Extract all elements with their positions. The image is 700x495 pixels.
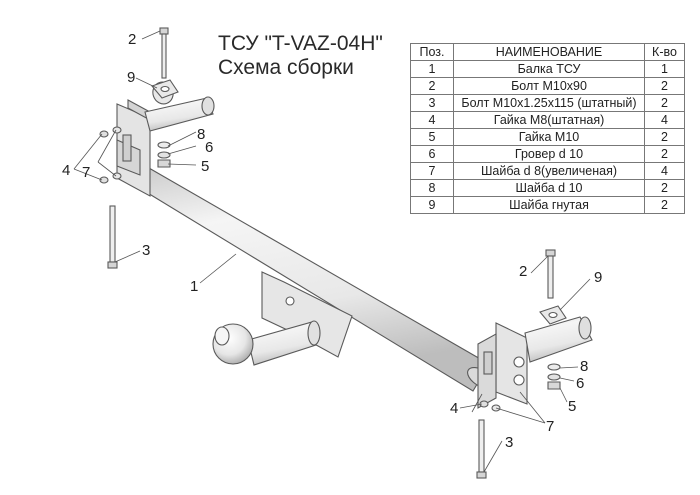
callout-left-3: 3 bbox=[142, 242, 150, 259]
left-bent-washer bbox=[151, 79, 179, 99]
callout-left-7: 7 bbox=[82, 164, 90, 181]
row-quantity: 1 bbox=[644, 60, 685, 78]
table-row: 8 Шайба d 10 2 bbox=[410, 179, 685, 197]
header-name: НАИМЕНОВАНИЕ bbox=[453, 43, 645, 61]
tow-ball-neck bbox=[247, 320, 321, 366]
row-position: 9 bbox=[410, 196, 454, 214]
right-fastener-stack bbox=[547, 363, 561, 390]
row-name: Болт М10х90 bbox=[453, 77, 645, 95]
tow-ball bbox=[212, 323, 254, 365]
callout-right-5: 5 bbox=[568, 398, 576, 415]
center-plate bbox=[261, 271, 353, 358]
callout-right-2: 2 bbox=[519, 263, 527, 280]
callout-right-9: 9 bbox=[594, 269, 602, 286]
row-quantity: 2 bbox=[644, 94, 685, 112]
header-quantity: К-во bbox=[644, 43, 685, 61]
row-position: 1 bbox=[410, 60, 454, 78]
table-row: 5 Гайка М10 2 bbox=[410, 128, 685, 146]
row-position: 5 bbox=[410, 128, 454, 146]
callout-left-9: 9 bbox=[127, 69, 135, 86]
right-bracket bbox=[477, 316, 593, 409]
row-name: Шайба d 8(увеличеная) bbox=[453, 162, 645, 180]
right-bolt-m10x125x115 bbox=[476, 419, 487, 479]
leader-lines bbox=[73, 30, 591, 473]
row-quantity: 4 bbox=[644, 162, 685, 180]
left-fastener-stack bbox=[157, 141, 171, 168]
callout-left-4: 4 bbox=[62, 162, 70, 179]
callout-labels: 2 9 8 6 5 4 7 3 1 2 9 8 6 5 4 7 3 bbox=[62, 31, 602, 451]
callout-left-2: 2 bbox=[128, 31, 136, 48]
row-position: 2 bbox=[410, 77, 454, 95]
callout-left-5: 5 bbox=[201, 158, 209, 175]
row-quantity: 2 bbox=[644, 77, 685, 95]
table-row: 3 Болт М10х1.25х115 (штатный) 2 bbox=[410, 94, 685, 112]
callout-1: 1 bbox=[190, 278, 198, 295]
header-position: Поз. bbox=[410, 43, 454, 61]
row-name: Болт М10х1.25х115 (штатный) bbox=[453, 94, 645, 112]
row-name: Балка ТСУ bbox=[453, 60, 645, 78]
callout-right-7: 7 bbox=[546, 418, 554, 435]
callout-left-8: 8 bbox=[197, 126, 205, 143]
left-nuts-washers bbox=[99, 126, 122, 184]
right-bent-washer bbox=[539, 305, 567, 325]
row-quantity: 2 bbox=[644, 179, 685, 197]
callout-right-3: 3 bbox=[505, 434, 513, 451]
row-quantity: 2 bbox=[644, 128, 685, 146]
row-position: 4 bbox=[410, 111, 454, 129]
row-name: Гайка М10 bbox=[453, 128, 645, 146]
right-nuts-washers bbox=[479, 400, 501, 412]
callout-right-4: 4 bbox=[450, 400, 458, 417]
row-quantity: 2 bbox=[644, 145, 685, 163]
table-row: 6 Гровер d 10 2 bbox=[410, 145, 685, 163]
callout-right-6: 6 bbox=[576, 375, 584, 392]
row-name: Шайба d 10 bbox=[453, 179, 645, 197]
callout-left-6: 6 bbox=[205, 139, 213, 156]
table-row: 9 Шайба гнутая 2 bbox=[410, 196, 685, 214]
left-bolt-m10x90 bbox=[159, 27, 169, 79]
row-name: Гровер d 10 bbox=[453, 145, 645, 163]
row-position: 3 bbox=[410, 94, 454, 112]
left-bolt-m10x125x115 bbox=[107, 205, 118, 269]
parts-table: Поз. НАИМЕНОВАНИЕ К-во 1 Балка ТСУ 1 2 Б… bbox=[410, 43, 685, 214]
table-row: 7 Шайба d 8(увеличеная) 4 bbox=[410, 162, 685, 180]
drawing-title: ТСУ "T-VAZ-04H" bbox=[218, 32, 383, 55]
table-row: 1 Балка ТСУ 1 bbox=[410, 60, 685, 78]
row-quantity: 4 bbox=[644, 111, 685, 129]
table-row: 4 Гайка М8(штатная) 4 bbox=[410, 111, 685, 129]
drawing-subtitle: Схема сборки bbox=[218, 56, 354, 79]
right-bolt-m10x90 bbox=[545, 249, 556, 299]
row-position: 7 bbox=[410, 162, 454, 180]
parts-table-header: Поз. НАИМЕНОВАНИЕ К-во bbox=[410, 43, 685, 61]
callout-right-8: 8 bbox=[580, 358, 588, 375]
row-quantity: 2 bbox=[644, 196, 685, 214]
row-position: 6 bbox=[410, 145, 454, 163]
row-name: Гайка М8(штатная) bbox=[453, 111, 645, 129]
row-position: 8 bbox=[410, 179, 454, 197]
row-name: Шайба гнутая bbox=[453, 196, 645, 214]
table-row: 2 Болт М10х90 2 bbox=[410, 77, 685, 95]
